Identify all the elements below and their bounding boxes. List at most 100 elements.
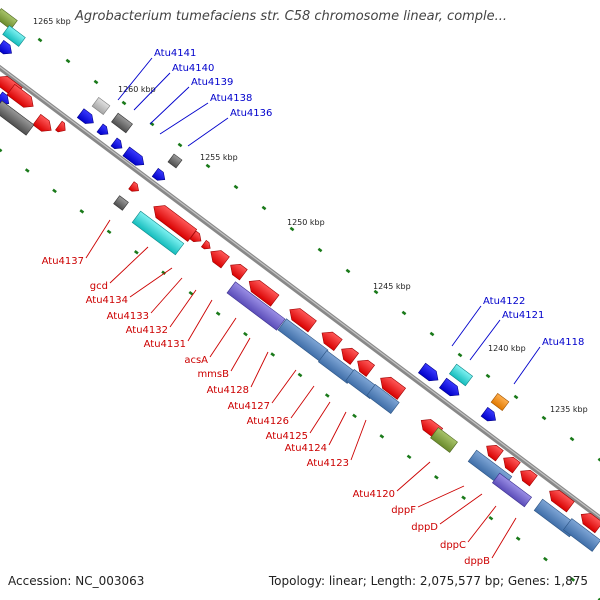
scale-tick-outer: [177, 142, 183, 148]
gene-leader-line: [187, 299, 213, 342]
gene-feature[interactable]: [490, 392, 510, 412]
gene-label[interactable]: Atu4121: [502, 310, 544, 321]
gene-label[interactable]: Atu4128: [207, 385, 249, 396]
scale-tick-inner: [597, 597, 600, 600]
scale-tick-outer: [233, 184, 239, 190]
gene-feature[interactable]: [245, 276, 280, 307]
gene-feature[interactable]: [448, 363, 474, 387]
gene-feature[interactable]: [96, 123, 111, 138]
gene-feature[interactable]: [517, 466, 538, 487]
gene-feature[interactable]: [376, 373, 407, 400]
scale-tick-outer: [513, 394, 519, 400]
gene-leader-line: [149, 86, 190, 125]
gene-label[interactable]: mmsB: [197, 369, 229, 380]
accession-label: Accession: NC_003063: [8, 574, 145, 588]
gene-label[interactable]: dppF: [391, 505, 416, 516]
gene-label[interactable]: gcd: [90, 281, 108, 292]
gene-feature[interactable]: [128, 181, 142, 195]
gene-label[interactable]: Atu4123: [307, 458, 349, 469]
gene-feature[interactable]: [226, 281, 286, 331]
gene-label[interactable]: Atu4134: [86, 295, 128, 306]
gene-feature[interactable]: [149, 201, 198, 242]
gene-feature[interactable]: [438, 377, 462, 400]
scale-tick-outer: [485, 373, 491, 379]
scale-tick-outer: [317, 247, 323, 253]
gene-feature[interactable]: [207, 246, 230, 269]
scale-label: 1255 kbp: [200, 153, 238, 162]
scale-tick-outer: [65, 58, 71, 64]
gene-feature[interactable]: [317, 350, 357, 384]
gene-label[interactable]: Atu4139: [191, 77, 233, 88]
gene-label[interactable]: Atu4141: [154, 48, 196, 59]
gene-feature[interactable]: [55, 120, 69, 135]
gene-feature[interactable]: [483, 441, 504, 462]
gene-feature[interactable]: [318, 327, 343, 352]
gene-label[interactable]: Atu4140: [172, 63, 214, 74]
gene-label[interactable]: Atu4125: [266, 431, 308, 442]
gene-feature[interactable]: [480, 406, 499, 424]
gene-leader-line: [328, 411, 347, 446]
scale-tick-inner: [324, 393, 330, 398]
scale-label: 1260 kbp: [118, 85, 156, 94]
gene-label[interactable]: acsA: [184, 355, 208, 366]
scale-tick-inner: [570, 577, 576, 582]
gene-label[interactable]: dppD: [411, 522, 438, 533]
gene-label[interactable]: Atu4136: [230, 108, 272, 119]
gene-label[interactable]: dppB: [464, 556, 490, 567]
gene-feature[interactable]: [151, 167, 168, 183]
gene-label[interactable]: Atu4132: [126, 325, 168, 336]
scale-tick-inner: [461, 495, 467, 500]
gene-label[interactable]: Atu4131: [144, 339, 186, 350]
gene-feature[interactable]: [0, 100, 35, 136]
gene-leader-line: [417, 485, 465, 508]
gene-feature[interactable]: [110, 137, 125, 152]
gene-feature[interactable]: [6, 83, 37, 111]
gene-feature[interactable]: [0, 39, 15, 57]
gene-feature[interactable]: [353, 356, 376, 377]
scale-tick-outer: [205, 163, 211, 169]
gene-feature[interactable]: [227, 260, 248, 281]
gene-feature[interactable]: [32, 113, 55, 135]
gene-feature[interactable]: [122, 146, 147, 169]
gene-label[interactable]: dppC: [440, 540, 466, 551]
gene-feature[interactable]: [417, 362, 441, 385]
gene-label[interactable]: Atu4120: [353, 489, 395, 500]
gene-label[interactable]: Atu4127: [228, 401, 270, 412]
scale-tick-outer: [121, 100, 127, 106]
gene-label[interactable]: Atu4126: [247, 416, 289, 427]
gene-leader-line: [230, 337, 251, 372]
gene-feature[interactable]: [430, 427, 458, 453]
gene-feature[interactable]: [577, 509, 600, 534]
scale-tick-outer: [261, 205, 267, 211]
gene-feature[interactable]: [131, 210, 185, 256]
scale-tick-inner: [24, 168, 30, 173]
gene-label[interactable]: Atu4138: [210, 93, 252, 104]
gene-leader-line: [169, 289, 197, 328]
gene-feature[interactable]: [500, 453, 521, 474]
scale-label: 1240 kbp: [488, 344, 526, 353]
gene-feature[interactable]: [337, 344, 360, 365]
gene-feature[interactable]: [200, 239, 212, 251]
gene-feature[interactable]: [546, 486, 575, 513]
gene-leader-line: [187, 117, 229, 147]
gene-feature[interactable]: [491, 472, 533, 508]
gene-label[interactable]: Atu4122: [483, 296, 525, 307]
gene-feature[interactable]: [286, 304, 317, 333]
gene-feature[interactable]: [113, 195, 129, 211]
gene-feature[interactable]: [167, 153, 183, 169]
gene-leader-line: [271, 369, 297, 404]
gene-label[interactable]: Atu4124: [285, 443, 327, 454]
gene-feature[interactable]: [366, 383, 400, 415]
gene-feature[interactable]: [562, 518, 600, 552]
scale-tick-inner: [0, 148, 3, 153]
gene-feature[interactable]: [189, 230, 204, 245]
gene-feature[interactable]: [2, 25, 26, 47]
gene-feature[interactable]: [111, 112, 133, 134]
scale-tick-outer: [541, 415, 547, 421]
gene-label[interactable]: Atu4137: [42, 256, 84, 267]
gene-label[interactable]: Atu4118: [542, 337, 584, 348]
gene-label[interactable]: Atu4133: [107, 311, 149, 322]
gene-leader-line: [439, 493, 483, 525]
gene-feature[interactable]: [91, 96, 111, 116]
gene-feature[interactable]: [76, 108, 96, 127]
